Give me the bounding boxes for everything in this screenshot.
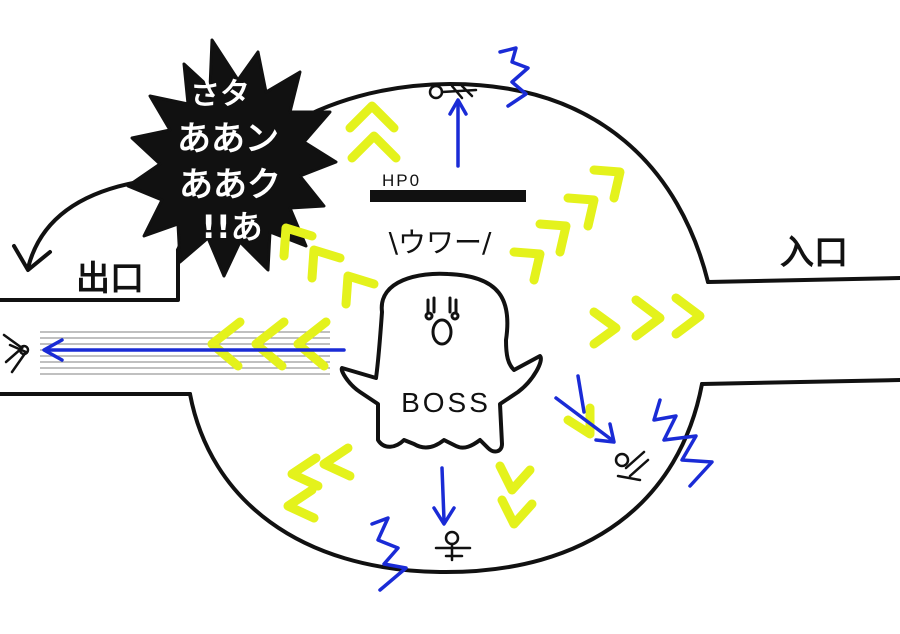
chevron [283,485,319,523]
zigzag-bottom [370,516,408,592]
shout-line-3: ああク [179,165,281,205]
chevron [671,293,705,339]
exit-label: 出口 [76,259,144,299]
fallen-figure-icon [428,84,650,562]
chevron [287,453,323,491]
chevron [495,461,535,495]
chevron [509,247,545,285]
chevron [293,317,331,371]
knockback-arrow-small [576,374,586,414]
shockwave-chevrons [207,101,705,529]
chevron [341,271,379,309]
chevron [563,403,595,439]
hp-label: HP0 [382,171,421,190]
zigzag-right [652,398,714,488]
shout-line-4: !!あ [201,208,262,246]
chevron [497,495,537,529]
entrance-label: 入口 [780,233,848,273]
knockback-arrow-down [440,466,446,522]
shout-line-1: さタ [190,77,250,112]
boss-ghost-icon [339,271,543,454]
chevron [307,245,345,283]
zigzag-top [498,46,530,108]
chevron [345,101,399,133]
chevron [347,131,401,163]
fleeing-figure-icon [2,333,30,374]
chevron [589,165,625,203]
knockback-arrow-down-head [432,506,456,526]
fallen-figure-bottom [434,530,472,562]
chevron [319,443,355,481]
exit-curved-arrow [12,178,152,272]
chevron [535,219,571,257]
chevron [207,317,245,371]
entrance-corridor-bottom-wall [700,378,900,386]
boss-label: BOSS [401,387,491,418]
cry-label: \ウワー/ [389,226,492,259]
fallen-figure-top [428,84,478,100]
shout-line-2: ああン [177,119,279,159]
chevron [631,295,665,341]
chevron [279,223,317,261]
knockback-arrows [42,98,616,526]
knockback-arrow-left-head [42,338,64,362]
hp-bar [370,190,526,202]
zigzag-shock-icon [370,46,714,592]
knockback-arrow-down-right-head [594,422,616,444]
speed-lines-icon [40,331,330,375]
entrance-corridor-top-wall [706,276,900,284]
fallen-figure-right [614,450,650,482]
boss-face-icon [424,296,460,346]
chevron [589,307,621,349]
knockback-arrow-down-right [554,396,614,442]
burst-bubble-icon [126,38,338,278]
knockback-arrow-up-head [448,98,468,116]
chevron [251,317,289,371]
exit-corridor-top-wall [0,248,180,302]
room-arc-bottom [188,382,704,575]
chevron [563,193,599,231]
